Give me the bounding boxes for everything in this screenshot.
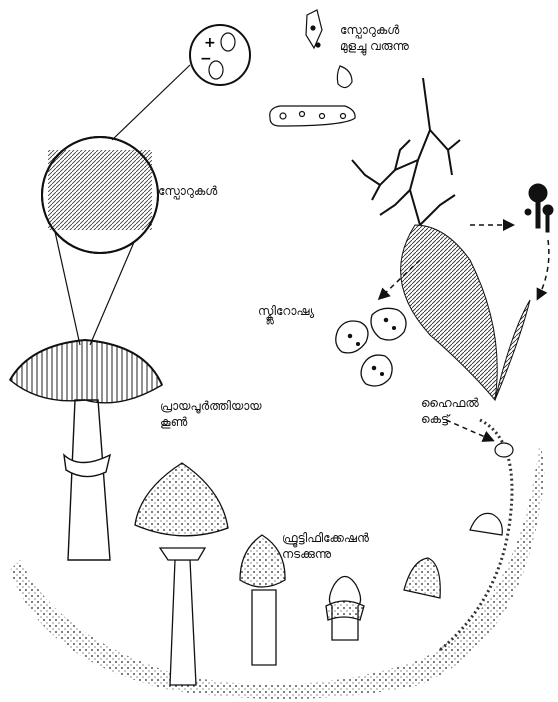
developing-mushroom (135, 463, 228, 685)
arrow-to-rhizomorph (538, 240, 549, 298)
label-fructification: ഫ്രൂട്ടിഫിക്കേഷൻ നടക്കുന്നു (282, 530, 369, 562)
label-mature-mushroom-line2: കൂൺ (160, 414, 262, 430)
minus-sign: − (200, 51, 212, 67)
label-spores-germinating: സ്പോറുകൾ മുളച്ചു വരുന്നു (340, 22, 409, 54)
plus-sign: + (204, 35, 216, 51)
label-sclerotia-text: സ്ക്ലിറോഷ്യ (258, 303, 314, 319)
magnified-gill-view (42, 137, 158, 253)
label-mature-mushroom-line1: പ്രായപൂർത്തിയായ (160, 398, 262, 414)
label-spores-germinating-line2: മുളച്ചു വരുന്നു (340, 38, 409, 54)
sclerotia-illustration (336, 308, 406, 386)
hyphal-knot-illustration (404, 443, 513, 598)
label-spores: സ്പോറുകൾ (158, 183, 217, 199)
mycelium-fan (401, 225, 530, 400)
connector-to-spore-detail (112, 65, 190, 140)
label-fructification-line2: നടക്കുന്നു (282, 546, 369, 562)
label-mature-mushroom: പ്രായപൂർത്തിയായ കൂൺ (160, 398, 262, 430)
label-sclerotia: സ്ക്ലിറോഷ്യ (258, 303, 314, 319)
small-mushroom-cluster (525, 184, 553, 232)
label-hyphal-knot: ഹൈഫൽ കെട്ട് (421, 395, 479, 427)
label-hyphal-knot-line2: കെട്ട് (421, 411, 479, 427)
label-fructification-line1: ഫ്രൂട്ടിഫിക്കേഷൻ (282, 530, 369, 546)
primordium-small (326, 577, 364, 641)
young-mushroom (240, 535, 285, 665)
label-spores-text: സ്പോറുകൾ (158, 183, 217, 199)
label-hyphal-knot-line1: ഹൈഫൽ (421, 395, 479, 411)
spore-detail-view: + − (190, 25, 250, 85)
hyphae-branches (352, 78, 460, 225)
label-spores-germinating-line1: സ്പോറുകൾ (340, 22, 409, 38)
